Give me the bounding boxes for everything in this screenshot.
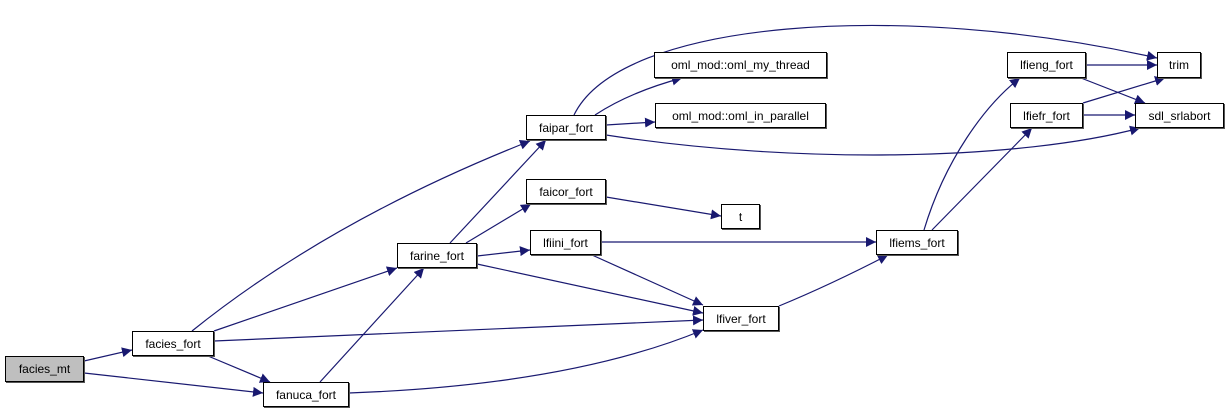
node-farine-fort[interactable]: farine_fort [397,243,477,268]
edge-lfiems-fort-to-lfiefr-fort [931,127,1033,231]
node-oml-my-thread[interactable]: oml_mod::oml_my_thread [654,52,827,78]
edge-facies-fort-to-farine-fort [213,266,398,332]
edge-faipar-fort-to-oml-my-thread [594,75,683,116]
edge-facies-fort-to-lfiver-fort [213,315,704,342]
edge-lfiver-fort-to-lfiems-fort [778,254,889,307]
node-lfiver-fort[interactable]: lfiver_fort [703,306,779,331]
edge-facies-mt-to-facies-fort [83,347,133,362]
node-lfiems-fort[interactable]: lfiems_fort [876,230,958,255]
edge-faicor-fort-to-t [605,196,722,220]
node-t[interactable]: t [721,204,760,229]
edge-lfiems-fort-to-lfieng-fort [923,77,1021,231]
edge-faipar-fort-to-oml-in-parallel [605,117,656,128]
node-lfieng-fort[interactable]: lfieng_fort [1007,52,1086,78]
edge-facies-fort-to-fanuca-fort [207,355,271,383]
edge-farine-fort-to-faipar-fort [449,139,547,244]
node-faicor-fort[interactable]: faicor_fort [526,179,606,204]
edge-farine-fort-to-lfiini-fort [476,246,531,257]
node-facies-fort[interactable]: facies_fort [132,331,214,356]
edge-faipar-fort-to-trim [573,24,1158,116]
edge-fanuca-fort-to-lfiver-fort [348,329,704,394]
edge-lfiini-fort-to-lfiver-fort [591,254,704,306]
node-oml-in-parallel[interactable]: oml_mod::oml_in_parallel [655,103,826,128]
node-lfiefr-fort[interactable]: lfiefr_fort [1010,103,1083,128]
edge-faipar-fort-to-sdl-srlabort [605,125,1141,156]
edge-farine-fort-to-lfiver-fort [476,263,704,316]
edge-lfieng-fort-to-sdl-srlabort [1080,77,1146,105]
node-faipar-fort[interactable]: faipar_fort [526,115,606,140]
edge-farine-fort-to-faicor-fort [465,203,532,244]
edge-fanuca-fort-to-farine-fort [319,267,425,383]
edge-facies-fort-to-faipar-fort [191,140,531,332]
node-trim[interactable]: trim [1157,52,1201,78]
edge-facies-mt-to-fanuca-fort [83,372,264,397]
edge-lfiefr-fort-to-trim [1082,76,1166,104]
node-lfiini-fort[interactable]: lfiini_fort [530,230,601,255]
node-fanuca-fort[interactable]: fanuca_fort [263,382,349,407]
node-facies-mt: facies_mt [5,356,84,382]
node-sdl-srlabort[interactable]: sdl_srlabort [1135,103,1224,128]
